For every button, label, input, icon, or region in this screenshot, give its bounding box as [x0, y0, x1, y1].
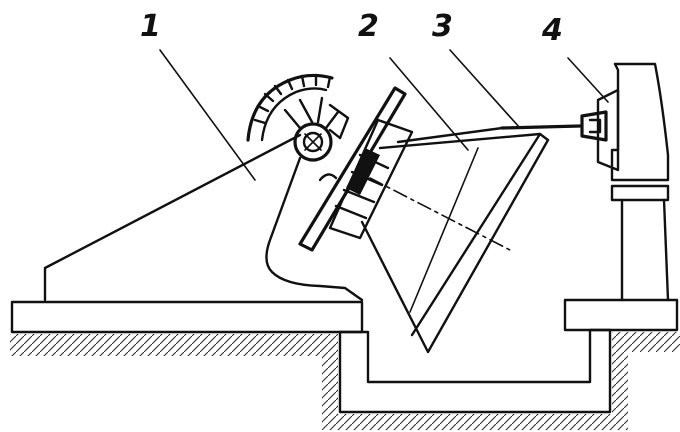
callout-1: 1 [140, 9, 161, 44]
tie-rod-thick [500, 124, 582, 130]
leader-4 [567, 57, 609, 103]
base-frame-edge [43, 133, 302, 302]
concrete-slab-left [10, 300, 364, 334]
column-top [610, 62, 670, 182]
mould-inner-line [409, 147, 479, 313]
gear-sector-rim [246, 73, 334, 142]
base-frame [43, 133, 364, 302]
anchor-column [580, 62, 670, 302]
anchor-jaw [588, 118, 602, 134]
tie-rod [396, 124, 582, 144]
axis-centerline [369, 177, 511, 251]
pinion-hub [302, 131, 324, 153]
callout-4: 4 [541, 13, 563, 48]
foundation [10, 298, 680, 430]
mould-outline [360, 132, 550, 354]
concrete-slab-right [563, 298, 679, 332]
mould-body [360, 132, 550, 354]
gear-sector-inner [260, 87, 328, 142]
gear-spokes [283, 96, 340, 130]
tilt-plate [298, 86, 414, 252]
pinion-cross [304, 133, 322, 151]
callout-3: 3 [432, 9, 453, 44]
anchor-plate [596, 88, 620, 172]
callout-2: 2 [358, 9, 379, 44]
column-collar [610, 184, 670, 202]
pinion-gear [293, 122, 333, 162]
column-shaft [620, 198, 670, 302]
base-frame-curve [265, 156, 364, 302]
gear-bracket [328, 103, 350, 140]
tilt-plate-body [298, 86, 407, 252]
leader-3 [449, 49, 521, 129]
gear-teeth [253, 73, 332, 125]
clamp-block [346, 148, 380, 195]
leader-lines [159, 49, 609, 181]
leader-2 [389, 57, 469, 151]
leader-1 [159, 49, 256, 181]
hinge-arc [318, 173, 338, 182]
anchor-clamp [580, 110, 608, 142]
pit-lining [338, 328, 612, 414]
tie-rod-thin [396, 126, 504, 144]
soil-hatch [10, 332, 680, 430]
gear-drive [246, 73, 350, 162]
